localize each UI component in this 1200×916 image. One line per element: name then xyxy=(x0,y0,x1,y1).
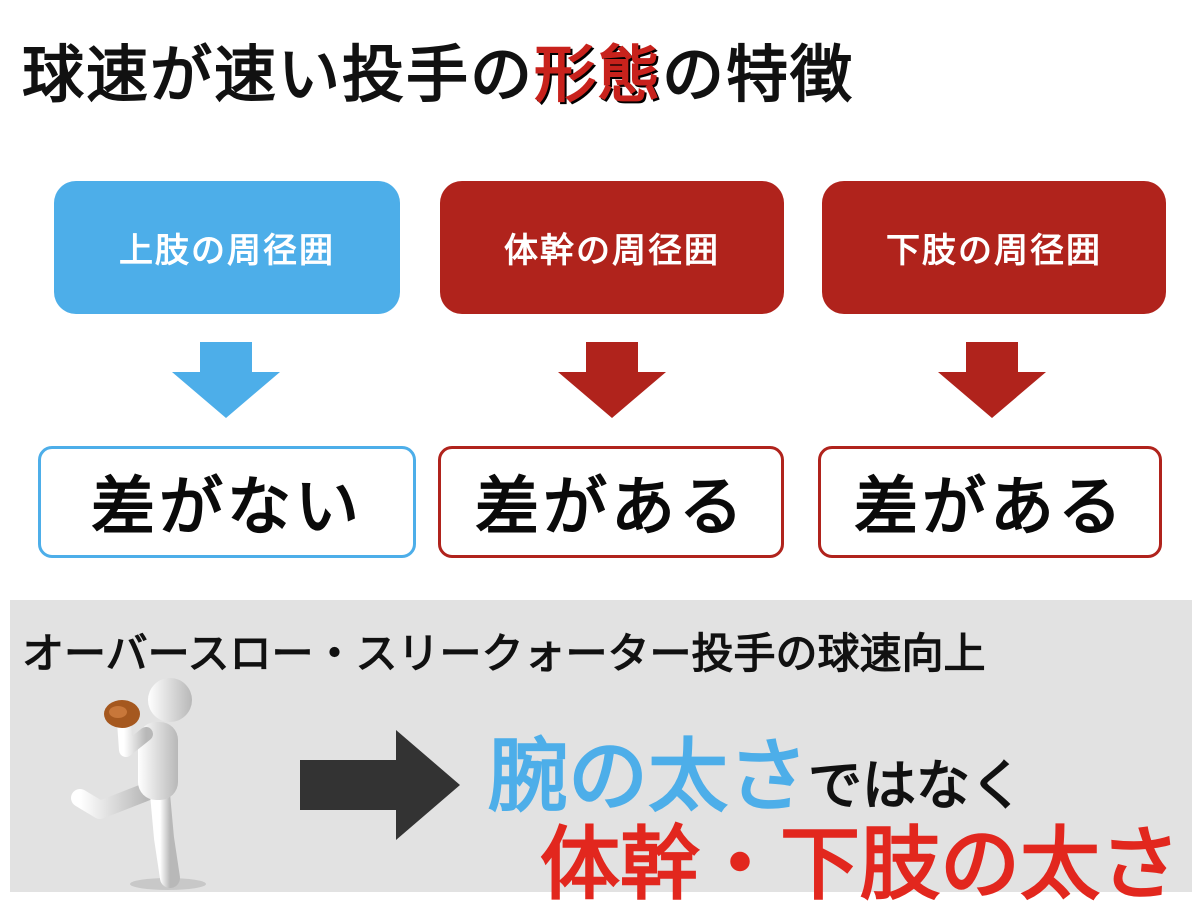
category-box-lower-limb: 下肢の周径囲 xyxy=(822,181,1166,314)
pitcher-figure-icon xyxy=(71,678,206,890)
right-arrow-icon xyxy=(300,730,460,840)
result-label: 差がない xyxy=(91,471,363,545)
result-box-lower-limb: 差がある xyxy=(818,446,1162,558)
arm-thickness-text: 腕の太さ xyxy=(488,730,808,823)
category-label: 上肢の周径囲 xyxy=(119,231,335,271)
not-text: ではなく xyxy=(808,754,1024,817)
result-box-upper-limb: 差がない xyxy=(38,446,416,558)
down-arrow-icon xyxy=(938,342,1046,418)
category-label: 体幹の周径囲 xyxy=(504,231,720,271)
category-box-trunk: 体幹の周径囲 xyxy=(440,181,784,314)
result-label: 差がある xyxy=(854,471,1126,545)
conclusion-line-2: 体幹・下肢の太さ xyxy=(540,818,1180,911)
category-box-upper-limb: 上肢の周径囲 xyxy=(54,181,400,314)
category-label: 下肢の周径囲 xyxy=(886,231,1102,271)
down-arrow-icon xyxy=(558,342,666,418)
conclusion-line-1: 腕の太さではなく xyxy=(488,712,1024,828)
down-arrow-icon xyxy=(172,342,280,418)
title-prefix: 球速が速い投手の xyxy=(22,38,535,111)
result-box-trunk: 差がある xyxy=(438,446,784,558)
title-suffix: の特徴 xyxy=(662,38,855,111)
summary-panel xyxy=(10,600,1192,892)
result-label: 差がある xyxy=(475,471,747,545)
page-title: 球速が速い投手の形態の特徴 xyxy=(22,24,854,114)
summary-heading: オーバースロー・スリークォーター投手の球速向上 xyxy=(22,629,986,678)
title-accent: 形態 xyxy=(534,38,663,111)
